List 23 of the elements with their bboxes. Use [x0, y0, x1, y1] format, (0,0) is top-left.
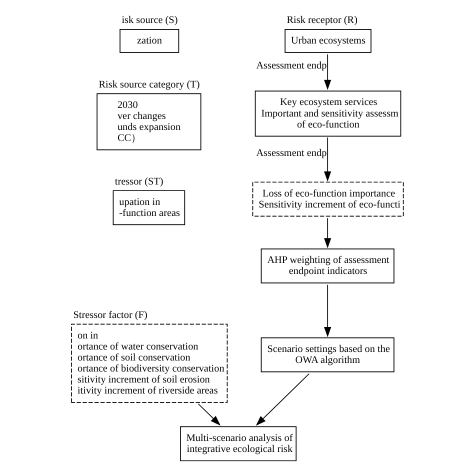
node-label: Stressor factor (F): [73, 310, 148, 321]
edge-label: Assessment endp: [256, 60, 327, 72]
arrow: [324, 137, 332, 182]
node-box: AHP weighting of assessment endpoint indicators: [260, 248, 394, 284]
edge-label: Assessment endp: [256, 148, 327, 160]
node-box: zation: [120, 29, 180, 53]
node-box: on in ortance of water conservation ortance of soil conservation ortance of biodiversity conservation sitivity increment of soil erosion itivity increment of riverside areas: [71, 324, 228, 403]
node-box: upation in -function areas: [112, 190, 186, 226]
arrow: [324, 218, 332, 248]
node-label: Risk receptor (R): [286, 15, 358, 26]
node-box: Scenario settings based on the OWA algorithm: [260, 337, 394, 372]
arrow: [324, 54, 332, 90]
arrow: [324, 284, 332, 338]
node-box: Urban ecosystems: [284, 29, 372, 53]
node-box: 2030 ver changes unds expansion CC）: [96, 93, 202, 150]
node-label: Risk source category (T): [98, 79, 200, 90]
arrow: [198, 403, 221, 426]
node-box: Loss of eco-function importance Sensitivity increment of eco-functi: [252, 182, 404, 217]
arrow: [256, 373, 310, 426]
node-label: tressor (ST): [114, 176, 164, 188]
node-label: isk source (S): [122, 15, 178, 26]
node-box: Key ecosystem services Important and sensitivity assessm of eco-function: [254, 90, 402, 137]
node-box: Multi-scenario analysis of integrative ecological risk: [180, 426, 297, 462]
